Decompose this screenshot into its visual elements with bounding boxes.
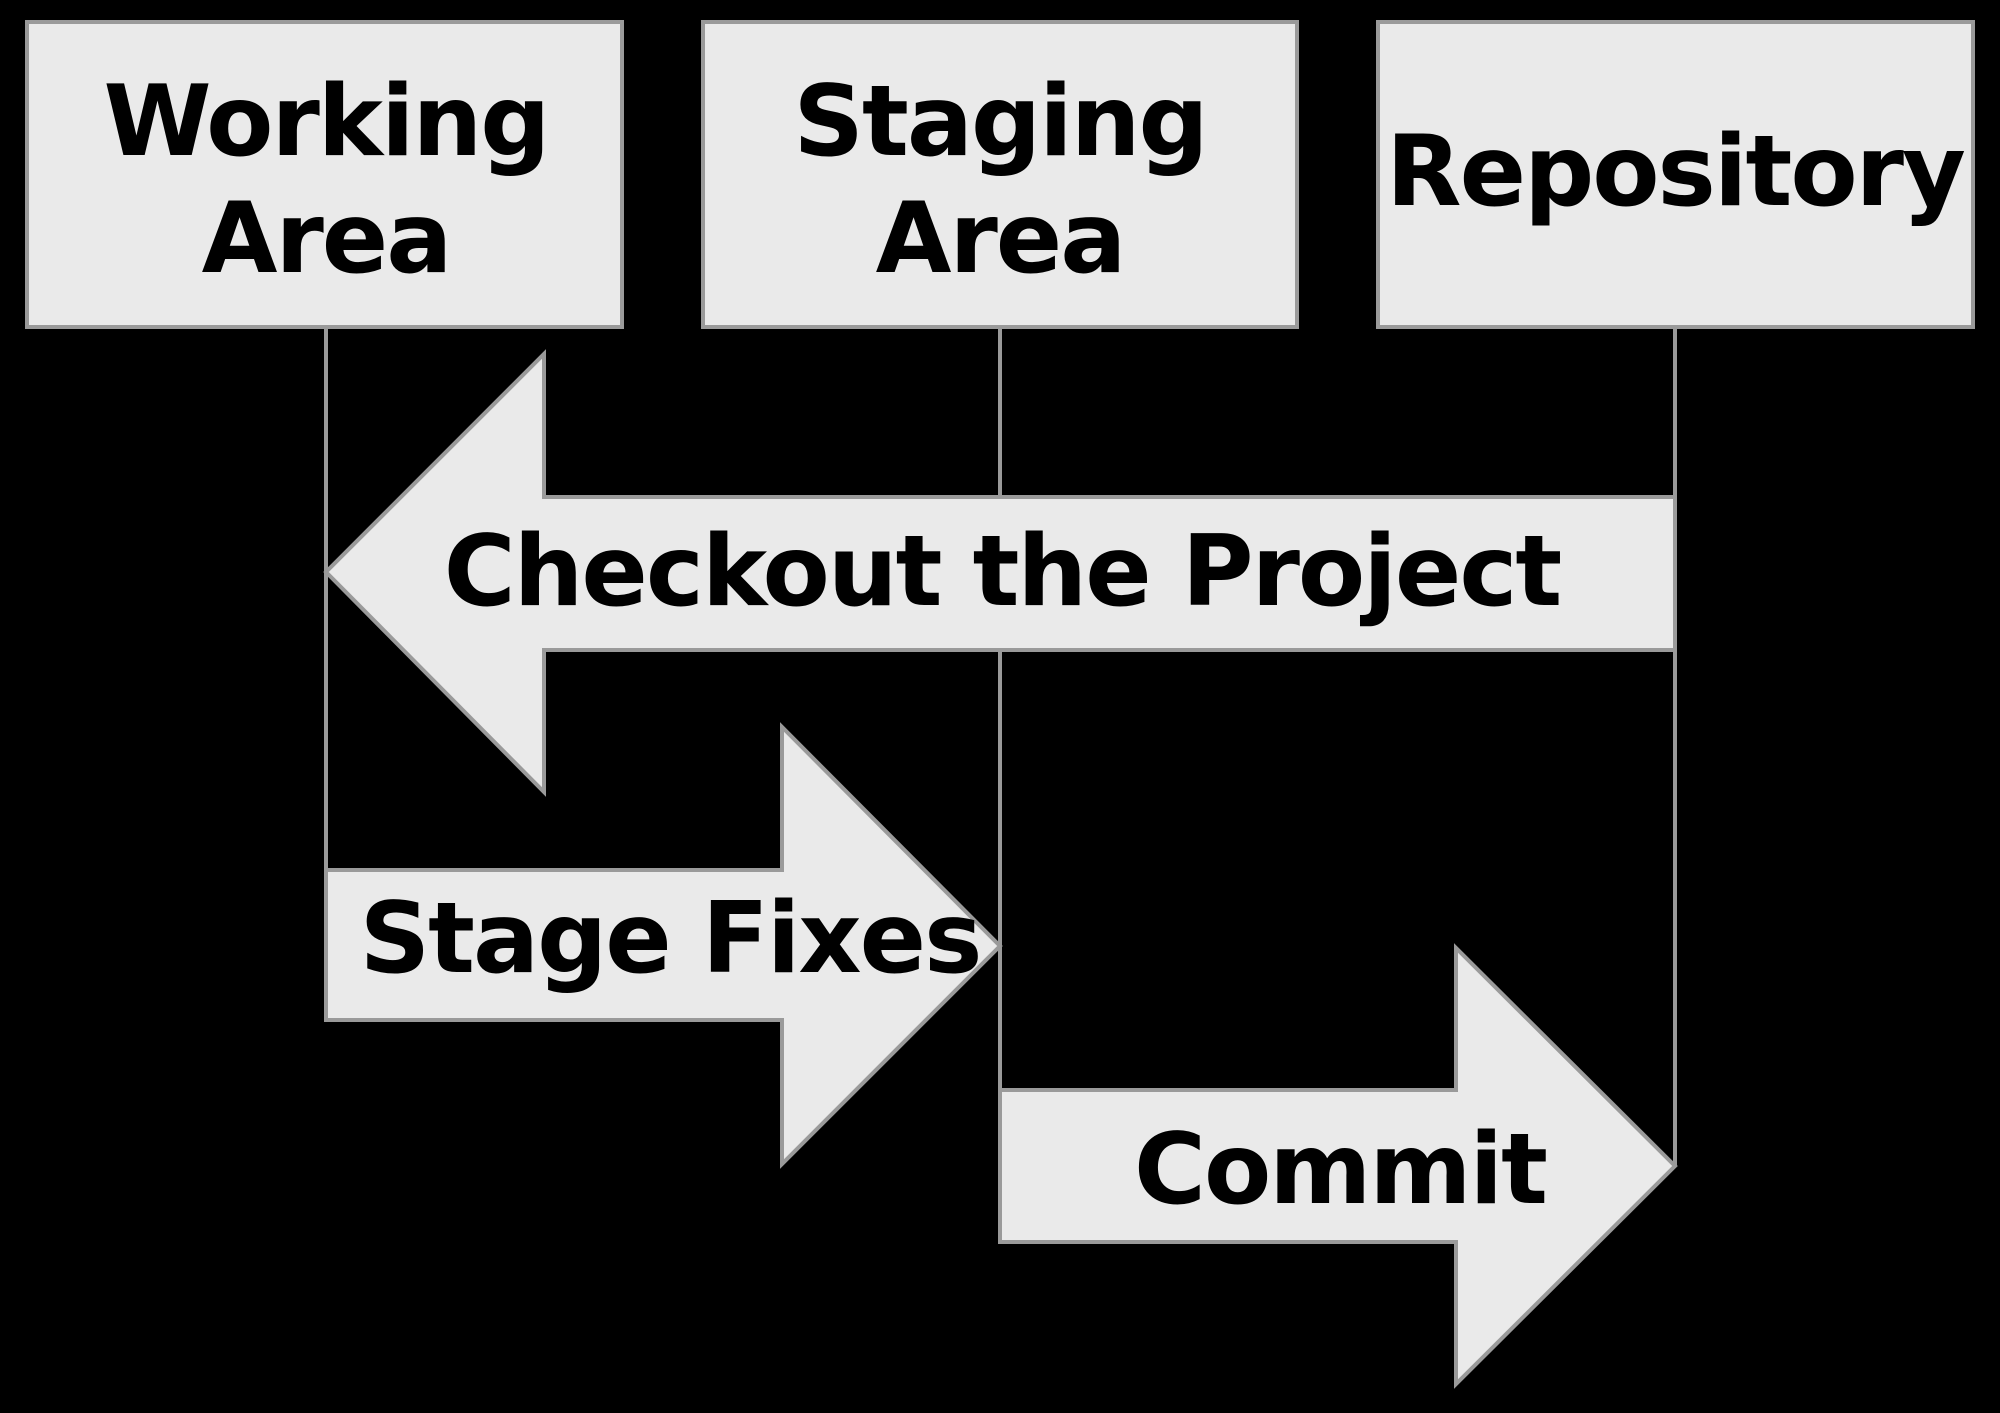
stage-box-repository: Repository: [1376, 20, 1975, 329]
stage-label-working-area-line-1: Working: [104, 65, 549, 179]
stage-label-repository: Repository: [1386, 115, 1965, 229]
arrow-label-stage-fixes: Stage Fixes: [360, 882, 981, 996]
stage-box-staging-area: Staging Area: [701, 20, 1299, 329]
stage-label-working-area-line-2: Area: [202, 182, 451, 296]
stage-label-staging-area-line-1: Staging: [793, 65, 1206, 179]
arrow-checkout-the-project: Checkout the Project: [323, 349, 1677, 797]
stage-label-staging-area-line-2: Area: [876, 182, 1125, 296]
arrow-label-commit: Commit: [1134, 1113, 1546, 1227]
arrow-stage-fixes: Stage Fixes: [324, 722, 1003, 1169]
stage-box-working-area: Working Area: [25, 20, 624, 329]
arrow-commit: Commit: [998, 943, 1678, 1389]
arrow-label-checkout-the-project: Checkout the Project: [444, 515, 1561, 629]
